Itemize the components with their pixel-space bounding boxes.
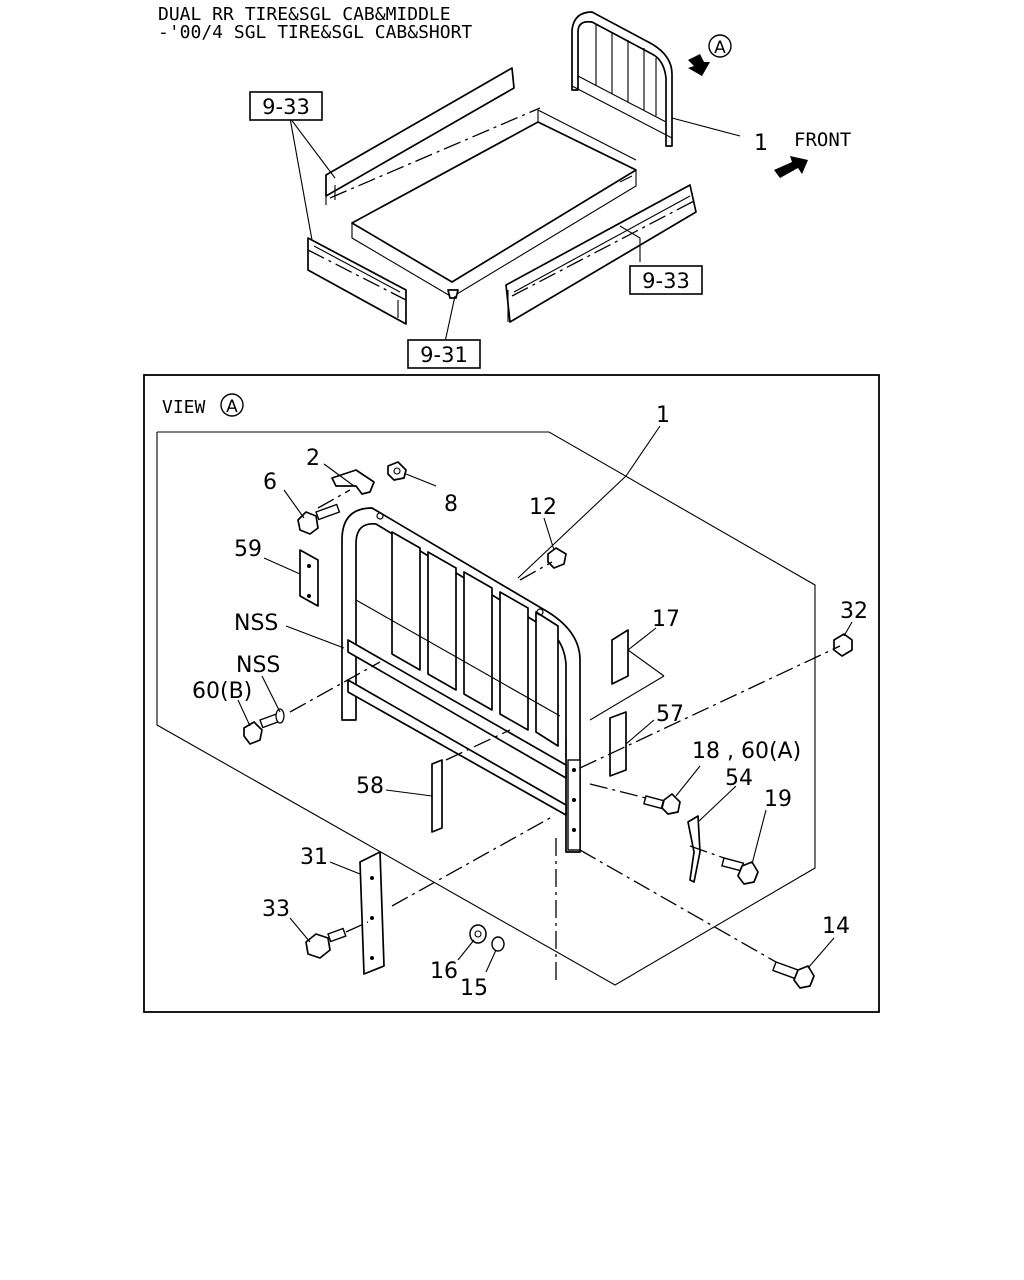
- callout-17: 17: [652, 607, 680, 632]
- callout-31: 31: [300, 845, 328, 870]
- bolt-part-14-icon: [772, 961, 815, 989]
- view-a-label: VIEW: [162, 397, 206, 418]
- callout-57: 57: [656, 702, 684, 727]
- ref-box-bottom[interactable]: 9-31: [407, 339, 481, 369]
- callout-2: 2: [306, 446, 320, 471]
- callout-59: 59: [234, 537, 262, 562]
- bed-floor: [351, 109, 637, 299]
- guard-frame: [341, 507, 581, 853]
- callout-58: 58: [356, 774, 384, 799]
- plate-part-31: [359, 851, 385, 975]
- view-arrow-icon: A: [688, 34, 732, 76]
- callout-12: 12: [529, 495, 557, 520]
- callout-15: 15: [460, 976, 488, 1001]
- washer-part-16-icon: [469, 924, 487, 944]
- bolt-part-33-icon: [305, 927, 347, 959]
- bolt-part-19-icon: [721, 857, 759, 885]
- view-a-circle-icon: [220, 393, 244, 417]
- ref-box-right-label: 9-33: [642, 269, 690, 293]
- left-front-panel: [307, 237, 407, 325]
- plate-part-57: [609, 711, 627, 777]
- callout-19: 19: [764, 787, 792, 812]
- bolt-part-18-icon: [643, 793, 681, 815]
- callout-6: 6: [263, 470, 277, 495]
- bracket-part-2: [317, 469, 375, 509]
- callout-14: 14: [822, 914, 850, 939]
- ref-box-bottom-label: 9-31: [420, 343, 468, 367]
- right-side-panel: [505, 184, 697, 323]
- callout-leaders: [237, 425, 853, 973]
- overview-part-number: 1: [754, 131, 768, 156]
- header-line-1: DUAL RR TIRE&SGL CAB&MIDDLE: [158, 4, 451, 25]
- overview-leaders: [289, 117, 741, 343]
- callout-16: 16: [430, 959, 458, 984]
- view-a-frame: [143, 374, 880, 1013]
- ref-box-left-label: 9-33: [262, 95, 310, 119]
- header-line-2: -'00/4 SGL TIRE&SGL CAB&SHORT: [158, 22, 472, 43]
- callout-nss-1: NSS: [234, 611, 278, 636]
- strap-part-58: [431, 729, 511, 833]
- assembly-outline: [156, 431, 816, 986]
- left-side-panel: [325, 67, 541, 205]
- plate-part-59: [299, 549, 319, 607]
- callout-54: 54: [725, 766, 753, 791]
- washer-part-15-icon: [491, 936, 505, 952]
- nut-part-8-icon: [387, 461, 407, 481]
- bolt-part-60b-icon: [243, 708, 285, 745]
- callout-32: 32: [840, 599, 868, 624]
- callout-18-60a: 18 , 60(A): [692, 739, 801, 764]
- callout-1: 1: [656, 403, 670, 428]
- nut-part-32-icon: [833, 633, 853, 657]
- callout-33: 33: [262, 897, 290, 922]
- bolt-part-6-icon: [297, 503, 341, 535]
- plate-part-17: [589, 629, 665, 721]
- guard-frame-small: [571, 11, 673, 147]
- front-arrow-icon: [774, 156, 808, 178]
- ref-box-left[interactable]: 9-33: [249, 91, 323, 121]
- clip-part-54: [687, 815, 701, 883]
- ref-box-right[interactable]: 9-33: [629, 265, 703, 295]
- view-a-letter: A: [226, 397, 238, 417]
- callout-nss-2: NSS: [236, 653, 280, 678]
- callout-8: 8: [444, 492, 458, 517]
- front-label: FRONT: [794, 129, 851, 151]
- view-arrow-letter: A: [714, 38, 726, 58]
- nut-part-12-icon: [547, 547, 567, 569]
- callout-60b: 60(B): [192, 679, 252, 704]
- overview-bed-assembly: [307, 11, 697, 325]
